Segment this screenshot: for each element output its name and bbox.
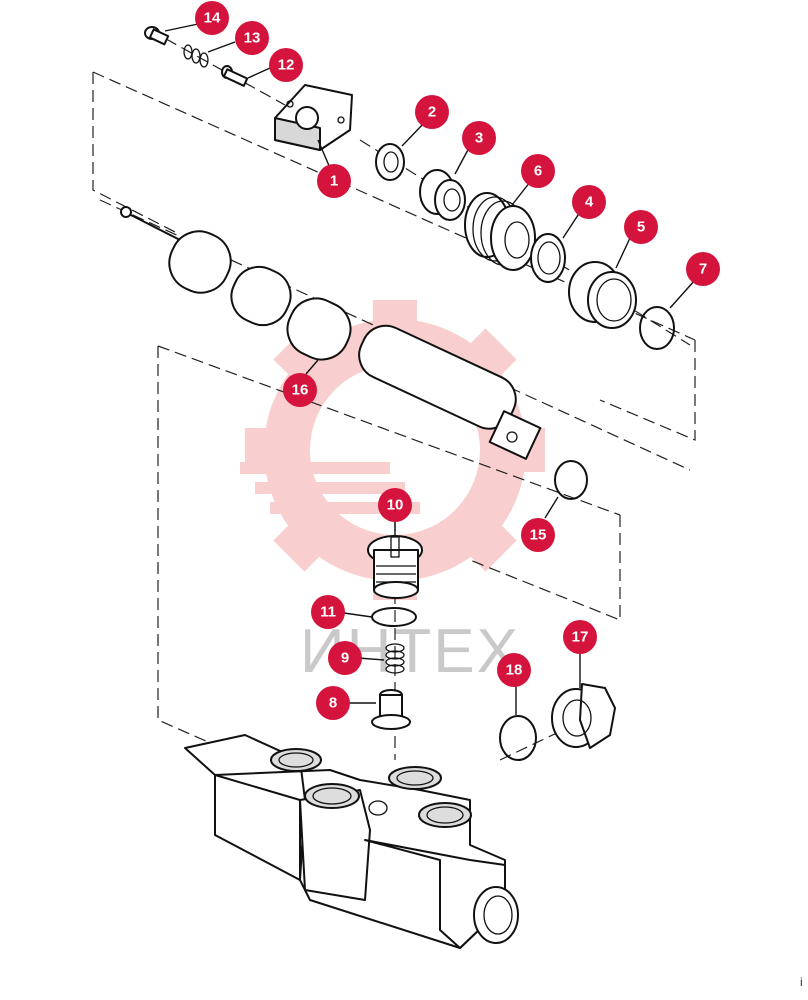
corner-mark: i [800,975,803,989]
svg-text:15: 15 [530,527,547,544]
svg-text:12: 12 [278,57,295,74]
washer-part-2 [375,143,405,181]
callout-15: 15 [521,518,555,552]
svg-text:4: 4 [585,194,594,211]
svg-text:7: 7 [699,261,707,278]
spring-part-6 [464,192,536,271]
o-ring-part-15 [554,460,588,500]
callout-7: 7 [686,252,720,286]
screw-part-14 [144,26,170,46]
svg-text:11: 11 [320,604,336,621]
callout-12: 12 [269,48,303,82]
pin-part-12 [221,65,249,87]
svg-text:8: 8 [329,695,337,712]
spool-part-16 [120,206,542,460]
seat-part-8 [371,689,411,730]
callout-17: 17 [563,620,597,654]
callout-16: 16 [283,373,317,407]
callout-11: 11 [311,595,345,629]
svg-text:10: 10 [387,497,404,514]
svg-text:17: 17 [572,629,589,646]
svg-text:3: 3 [475,130,483,147]
callout-3: 3 [462,121,496,155]
callout-13: 13 [235,21,269,55]
svg-text:1: 1 [330,173,338,190]
plate-part-1 [274,84,353,151]
leader-lines [164,23,696,715]
callout-2: 2 [415,95,449,129]
assembly-outlines [92,71,696,746]
spring-part-13 [183,44,209,68]
callout-4: 4 [572,185,606,219]
callouts: 14 13 12 1 2 3 6 4 5 7 16 10 15 11 17 9 … [195,1,720,720]
callout-9: 9 [328,641,362,675]
sleeve-part-5 [568,261,637,329]
o-ring-part-18 [499,715,537,761]
svg-text:5: 5 [637,219,645,236]
spring-part-9 [385,643,405,674]
plug-part-17 [551,683,616,749]
callout-5: 5 [624,210,658,244]
svg-text:9: 9 [341,650,349,667]
callout-6: 6 [521,154,555,188]
ring-part-4 [530,233,566,283]
svg-text:18: 18 [506,662,523,679]
plug-part-10 [367,535,423,599]
callout-1: 1 [317,164,351,198]
valve-body [184,734,519,949]
callout-18: 18 [497,653,531,687]
callout-10: 10 [378,488,412,522]
bushing-part-3 [419,169,466,221]
svg-text:14: 14 [204,10,221,27]
callout-8: 8 [316,686,350,720]
o-ring-part-7 [639,306,675,350]
svg-text:6: 6 [534,163,542,180]
svg-text:16: 16 [292,382,309,399]
callout-14: 14 [195,1,229,35]
svg-text:2: 2 [428,104,436,121]
svg-text:13: 13 [244,30,261,47]
